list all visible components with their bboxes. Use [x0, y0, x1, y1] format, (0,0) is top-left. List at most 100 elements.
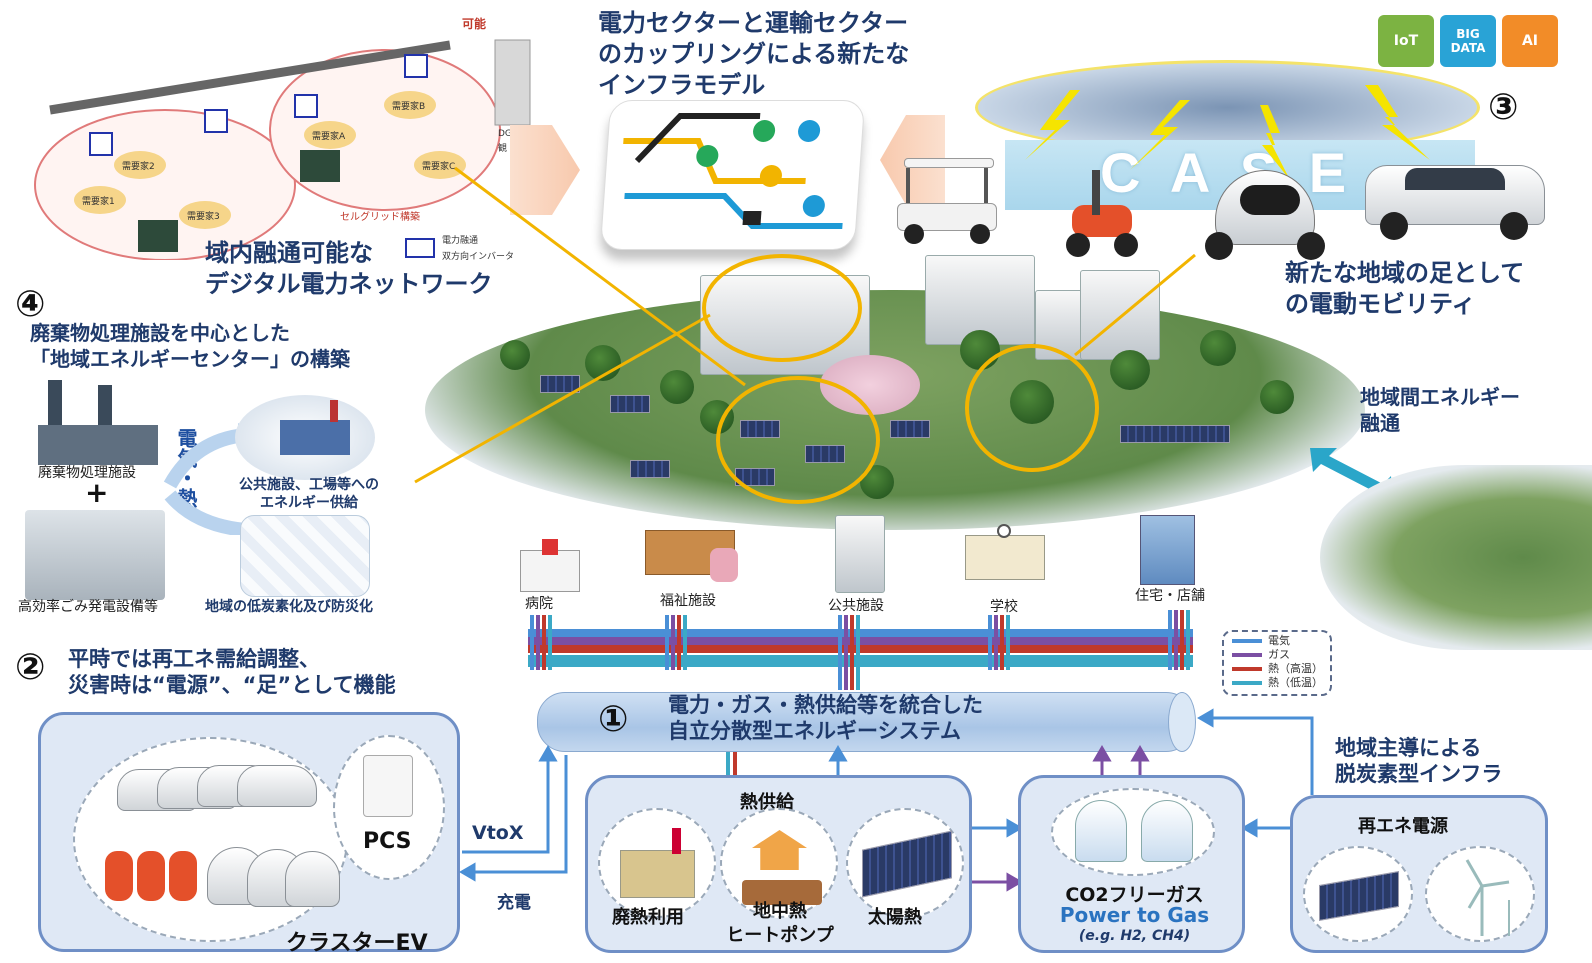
tree: [960, 330, 1000, 370]
co2-free-gas-label: CO2フリーガス: [1065, 884, 1204, 906]
heat-item-solar: 太陽熱: [868, 907, 922, 928]
energy-center-title-line2: 「地域エネルギーセンター」の構築: [30, 347, 350, 371]
network-caption-line1: 域内融通可能な: [205, 239, 373, 267]
heat-item-geothermal: 地中熱 ヒートポンプ: [726, 901, 834, 946]
iot-icon: IoT: [1378, 15, 1434, 67]
section-2-number: ②: [15, 647, 46, 688]
heat-supply-title: 熱供給: [740, 792, 794, 813]
section-3-number: ③: [1488, 87, 1519, 128]
legend-label: 熱（低温）: [1268, 676, 1323, 689]
tree: [500, 340, 530, 370]
ev-fleet-circle: [73, 737, 348, 942]
solar-roof: [540, 375, 580, 393]
waste-heat-circle: [598, 808, 716, 918]
tree: [1110, 350, 1150, 390]
electric-car: [1365, 150, 1545, 240]
house-label-c: 需要家C: [422, 162, 456, 172]
ground-icon: [742, 880, 822, 905]
legend-label: 熱（高温）: [1268, 662, 1323, 675]
label-kanou: 可能: [462, 17, 487, 31]
cluster-ev-label: クラスターEV: [286, 931, 428, 956]
facility-label: 病院: [525, 596, 553, 612]
legend-swatch-gas: [1232, 653, 1262, 657]
network-illustration: [34, 39, 531, 261]
solar-panel-icon: [862, 830, 952, 898]
infrastructure-model-board: [599, 100, 866, 250]
solar-roof: [610, 395, 650, 413]
ev-role-title-line2: 災害時は“電源”、“足”として機能: [68, 673, 396, 697]
tree: [700, 400, 734, 434]
gas-tank-icon: [1075, 800, 1127, 862]
scooter-icon: [137, 851, 165, 901]
renewable-title: 再エネ電源: [1358, 816, 1448, 837]
waste-facility-icon: [38, 380, 158, 465]
plus-sign: +: [85, 476, 109, 509]
legend-power: 電力融通: [442, 236, 479, 246]
charge-label: 充電: [497, 893, 531, 913]
disaster-map-icon: [240, 515, 370, 597]
heat-item-waste: 廃熱利用: [612, 907, 684, 928]
coupling-title-line1: 電力セクターと運輸セクター: [598, 9, 909, 37]
facility-label: 公共施設: [828, 598, 884, 614]
mobility-caption: 新たな地域の足として の電動モビリティ: [1285, 258, 1524, 320]
power-plant-icon: [25, 510, 165, 600]
disaster-label: 地域の低炭素化及び防災化: [205, 599, 373, 615]
facility-welfare: 福祉施設: [640, 520, 750, 615]
legend-label: 電気: [1268, 634, 1290, 647]
energy-center-title-line1: 廃棄物処理施設を中心とした: [30, 321, 290, 345]
vtox-label: VtoX: [472, 822, 524, 844]
power-to-gas-label: Power to Gas: [1059, 903, 1210, 927]
coupling-title-line2: のカップリングによる新たな: [598, 40, 910, 68]
integrated-system-title: 電力・ガス・熱供給等を統合した 自立分散型エネルギーシステム: [668, 692, 983, 744]
house-label-3: 需要家3: [187, 212, 220, 222]
legend-swatch-electricity: [1232, 639, 1262, 643]
facility-hospital: 病院: [505, 535, 600, 615]
network-caption: 域内融通可能な デジタル電力ネットワーク: [205, 238, 493, 300]
building-tall-2: [925, 255, 1035, 345]
cluster-ev-panel: PCS クラスターEV: [38, 712, 460, 956]
house-label-1: 需要家2: [122, 162, 155, 172]
legend-swatch-heat-high: [1232, 667, 1262, 671]
section-1-number: ①: [598, 699, 629, 740]
coupling-title: 電力セクターと運輸セクター のカップリングによる新たな インフラモデル: [598, 8, 909, 101]
supply-label-line1: 公共施設、工場等への: [239, 477, 379, 493]
supply-label-line2: エネルギー供給: [260, 495, 358, 511]
legend-inverter: 双方向インバータ: [442, 252, 515, 262]
ai-icon: AI: [1502, 15, 1558, 67]
wind-turbine-icon: [1465, 859, 1510, 936]
solar-roof: [1120, 425, 1230, 443]
mobility-caption-line1: 新たな地域の足として: [1285, 259, 1525, 287]
supply-label: 公共施設、工場等への エネルギー供給: [220, 476, 398, 512]
solar-roof: [890, 420, 930, 438]
facility-school: 学校: [960, 520, 1055, 615]
waste-facility-label: 廃棄物処理施設: [38, 465, 136, 481]
inter-region-line1: 地域間エネルギー: [1360, 385, 1520, 409]
chimney-icon: [672, 828, 681, 854]
gas-tank-circle: [1051, 788, 1215, 876]
energy-center-title: 廃棄物処理施設を中心とした 「地域エネルギーセンター」の構築: [30, 320, 350, 372]
micro-ev-icon: [285, 851, 340, 907]
solar-panel-icon: [1319, 870, 1399, 922]
building-tall-4: [1080, 270, 1160, 360]
section-4-number: ④: [15, 284, 46, 325]
tree: [1260, 380, 1294, 414]
gas-tank-icon: [1141, 800, 1193, 862]
integrated-system-title-line1: 電力・ガス・熱供給等を統合した: [668, 693, 983, 717]
integrated-system-title-line2: 自立分散型エネルギーシステム: [668, 719, 961, 743]
facility-housing-shops: 住宅・店舗: [1130, 515, 1225, 615]
factory-icon: [620, 850, 695, 898]
golf-cart: [892, 158, 1002, 246]
house-label-a: 需要家A: [312, 132, 346, 142]
label-selfgrid: セルグリッド構築: [340, 212, 420, 223]
solar-heat-circle: [846, 808, 964, 918]
infrastructure-model-illustration: [623, 113, 843, 229]
house-label-2: 需要家1: [82, 197, 115, 207]
geothermal-circle: [720, 808, 838, 918]
house-icon: [752, 830, 807, 870]
tree: [660, 370, 694, 404]
facility-public: 公共施設: [820, 515, 910, 615]
inter-region-line2: 融通: [1360, 411, 1400, 435]
inter-region-label: 地域間エネルギー 融通: [1360, 384, 1520, 436]
